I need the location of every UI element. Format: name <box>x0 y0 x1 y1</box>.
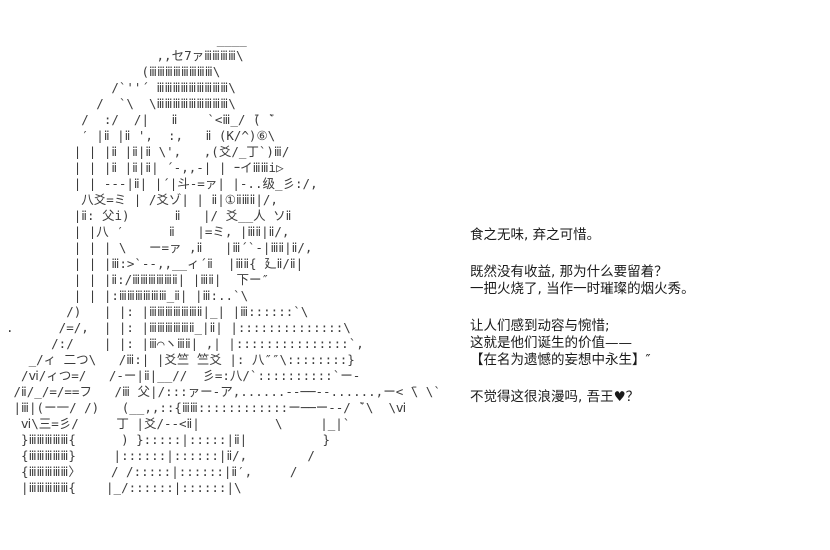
dialogue-line: 食之无味, 弃之可惜。 <box>470 227 601 243</box>
dialogue-line: 这就是他们诞生的价值—— <box>470 335 632 351</box>
dialogue-paragraph: 食之无味, 弃之可惜。 <box>470 227 695 244</box>
dialogue-line: 既然没有收益, 那为什么要留着？ <box>470 264 668 280</box>
dialogue-paragraph: 既然没有收益, 那为什么要留着？一把火烧了, 当作一时璀璨的烟火秀。 <box>470 264 695 298</box>
dialogue-line: 【在名为遗憾的妄想中永生】″ <box>470 352 651 368</box>
ascii-art-character: ____ ,,セ7ァⅲⅲⅲⅲ\ (ⅲⅲⅲⅲⅲⅲⅲⅲ\ /`''´ ⅲⅲⅲⅲⅲⅲⅲ… <box>6 32 441 495</box>
dialogue-line: 一把火烧了, 当作一时璀璨的烟火秀。 <box>470 281 695 297</box>
dialogue-text: 食之无味, 弃之可惜。既然没有收益, 那为什么要留着？一把火烧了, 当作一时璀璨… <box>470 227 695 426</box>
dialogue-line: 让人们感到动容与惋惜; <box>470 318 610 334</box>
dialogue-paragraph: 让人们感到动容与惋惜;这就是他们诞生的价值——【在名为遗憾的妄想中永生】″ <box>470 318 695 369</box>
dialogue-paragraph: 不觉得这很浪漫吗, 吾王♥？ <box>470 389 695 406</box>
dialogue-line: 不觉得这很浪漫吗, 吾王♥？ <box>470 389 640 405</box>
